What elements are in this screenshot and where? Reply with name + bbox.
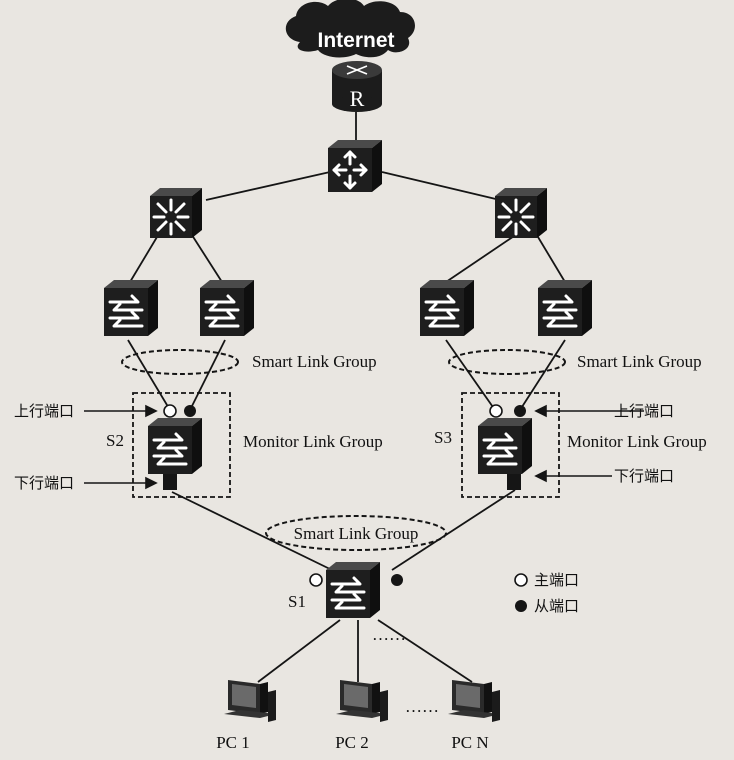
switch-icon-s3 (476, 416, 534, 476)
master-port-s1 (309, 573, 323, 587)
switch-icon-agg-3 (418, 278, 476, 338)
pc1-label: PC 1 (216, 733, 250, 752)
computer-icon-pc1 (224, 680, 276, 722)
links (127, 112, 566, 683)
monitor-link-box-right (461, 392, 560, 498)
uplink-port-label-right: 上行端口 (614, 402, 674, 420)
uplink-port-label-left: 上行端口 (14, 402, 74, 420)
switch-icon-s2 (146, 416, 204, 476)
smart-link-group-label-left: Smart Link Group (252, 352, 377, 371)
master-port-s3 (489, 404, 503, 418)
legend-master-label: 主端口 (534, 571, 579, 589)
downlink-port-s2 (163, 474, 177, 490)
legend: 主端口 从端口 (514, 571, 579, 615)
smart-link-group-label-bottom: Smart Link Group (294, 524, 419, 543)
monitor-link-group-label-left: Monitor Link Group (243, 432, 383, 451)
core-switch (328, 140, 382, 192)
internet-router: Internet R (286, 0, 415, 112)
legend-slave-marker (515, 600, 527, 612)
router-letter: R (350, 86, 365, 111)
smart-link-group-ellipse-bottom (265, 515, 447, 551)
multilayer-switch-icon-right (493, 186, 549, 240)
legend-slave-label: 从端口 (534, 597, 579, 615)
switch-icon-agg-4 (536, 278, 594, 338)
smart-link-group-ellipse-right (448, 349, 566, 375)
pc-ellipsis: …… (405, 697, 439, 716)
internet-label: Internet (317, 29, 394, 52)
master-port-s2 (163, 404, 177, 418)
pc2-label: PC 2 (335, 733, 369, 752)
legend-master-marker (514, 573, 528, 587)
slave-port-s1 (391, 574, 403, 586)
router-cloud-icon (346, 65, 368, 75)
multilayer-switch-icon-left (148, 186, 204, 240)
pcn-label: PC N (451, 733, 488, 752)
monitor-link-box-left (132, 392, 231, 498)
monitor-link-group-label-right: Monitor Link Group (567, 432, 707, 451)
s1-label: S1 (288, 592, 306, 611)
computer-icon-pcn (448, 680, 500, 722)
switch-icon-agg-2 (198, 278, 256, 338)
smart-link-group-ellipse-left (121, 349, 239, 375)
slave-port-s2 (184, 405, 196, 417)
switch-icon-s1 (324, 560, 382, 620)
downlink-port-label-right: 下行端口 (614, 467, 674, 485)
switch-icon-agg-1 (102, 278, 160, 338)
downlink-port-s3 (507, 474, 521, 490)
slave-port-s3 (514, 405, 526, 417)
s3-label: S3 (434, 428, 452, 447)
downlink-port-label-left: 下行端口 (14, 474, 74, 492)
switch-ellipsis: …… (372, 625, 406, 644)
s2-label: S2 (106, 431, 124, 450)
smart-link-group-label-right: Smart Link Group (577, 352, 702, 371)
computer-icon-pc2 (336, 680, 388, 722)
